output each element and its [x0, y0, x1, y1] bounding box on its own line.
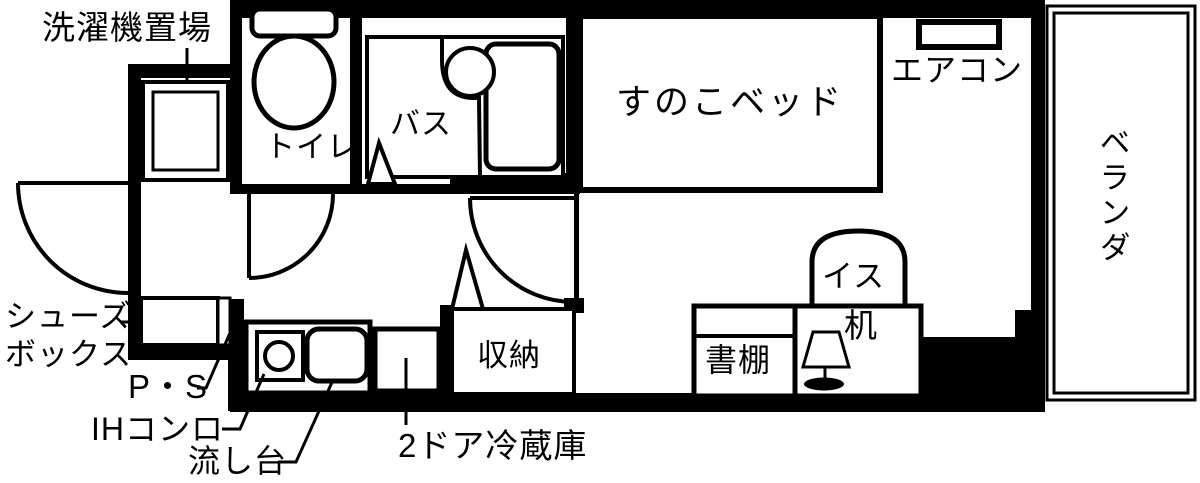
- storage-folding-door-icon: [449, 242, 486, 311]
- fixtures: [16, 6, 1002, 464]
- aircon-label: エアコン: [891, 52, 1024, 88]
- wall-bath-room-divider: [566, 0, 580, 190]
- room-door-arc: [468, 197, 575, 304]
- washing-machine-icon: [141, 80, 230, 182]
- wall-mass-desk-right: [920, 337, 1045, 397]
- sink-leader-line: [278, 379, 335, 464]
- shoe-box-icon: [139, 296, 220, 347]
- washbasin-icon: [444, 46, 496, 98]
- storage-closet: [450, 307, 576, 396]
- desk-label: 机: [844, 307, 878, 344]
- veranda-outer-line: [1045, 4, 1197, 402]
- wall-toilet-left: [230, 0, 242, 194]
- bathtub-icon: [483, 41, 562, 172]
- veranda-label: ベランダ: [1094, 126, 1130, 266]
- shoes-label-line1: シューズ: [5, 299, 132, 334]
- veranda-outline: [1045, 4, 1197, 402]
- shoes-label-line2: ボックス: [5, 337, 133, 372]
- bed-icon: [577, 13, 883, 193]
- sink-label: 流し台: [188, 443, 288, 479]
- veranda-inner-line: [1052, 11, 1190, 395]
- lamp-shade-icon: [801, 330, 851, 369]
- wall-right: [1031, 0, 1045, 412]
- washing-machine-inner: [151, 90, 220, 172]
- pipe-space-label: P・S: [128, 368, 209, 405]
- fridge-label: 2ドア冷蔵庫: [398, 427, 588, 464]
- toilet-door-arc: [248, 193, 335, 280]
- wall-below-shoebox: [128, 344, 232, 360]
- entry-door-arc: [16, 182, 129, 295]
- bed-label: すのこベッド: [616, 83, 845, 122]
- aircon-icon: [916, 19, 1002, 50]
- storage-label: 収納: [477, 338, 541, 373]
- bookshelf-icon: [691, 303, 798, 399]
- bookshelf-label: 書棚: [705, 342, 772, 378]
- wall-alcove-top: [128, 64, 232, 78]
- wall-wet-area-bottom: [230, 184, 580, 194]
- wall-kitchen-left: [228, 299, 244, 411]
- bath-folding-door-icon: [365, 136, 398, 186]
- ih-stove-label: IHコンロ: [91, 411, 225, 447]
- lamp-base: [804, 377, 844, 391]
- sink-basin-icon: [304, 326, 370, 384]
- toilet-bowl-icon: [251, 33, 337, 131]
- wall-toilet-bath-divider: [350, 0, 362, 186]
- stove-burner-icon: [263, 340, 295, 372]
- toilet-tank-icon: [249, 6, 339, 39]
- wall-alcove-left: [128, 64, 141, 360]
- wall-storage-left: [440, 305, 452, 395]
- chair-icon: [809, 228, 908, 310]
- toilet-label: トイレ: [265, 131, 358, 164]
- wall-hall-room-divider: [574, 190, 579, 312]
- stove-box: [255, 330, 305, 382]
- chair-label: イス: [822, 259, 886, 294]
- laundry-label: 洗濯機置場: [42, 9, 212, 46]
- pipe-space-leader-line: [197, 332, 232, 390]
- ih-stove-leader-line: [222, 373, 266, 431]
- bath-label: バス: [390, 108, 452, 141]
